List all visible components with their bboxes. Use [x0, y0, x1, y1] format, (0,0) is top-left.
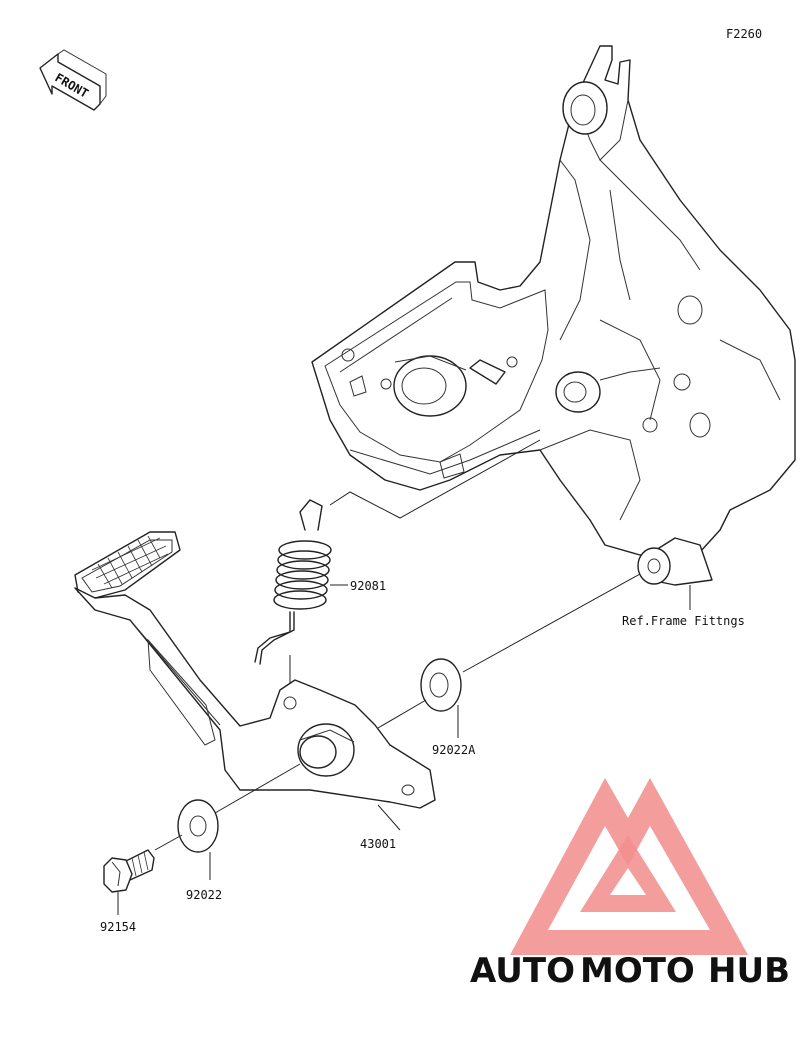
ref-frame-label: Ref.Frame Fittngs — [622, 614, 745, 628]
axis-line-washer-pedal — [214, 763, 301, 814]
watermark-hub: HUB — [708, 951, 790, 991]
axis-line-bolt-washer — [154, 834, 183, 851]
front-label: FRONT — [53, 70, 91, 100]
watermark-auto: AUTO — [470, 951, 575, 991]
leader-43001 — [377, 804, 401, 831]
front-arrow-icon: FRONT — [39, 49, 107, 111]
automotohub-watermark: AUTO MOTO HUB — [470, 778, 790, 991]
bolt-92154 — [103, 849, 155, 893]
part-label-92081: 92081 — [350, 579, 386, 593]
spring-hook-line — [329, 439, 541, 519]
part-label-43001: 43001 — [360, 837, 396, 851]
part-label-92022a: 92022A — [432, 743, 476, 757]
diagram-code: F2260 — [726, 27, 762, 41]
part-label-92022: 92022 — [186, 888, 222, 902]
axis-line-pedal-washer — [377, 699, 427, 729]
automotohub-logo-icon — [510, 778, 748, 955]
brake-pedal — [74, 531, 436, 809]
washer-92022a — [420, 658, 462, 712]
frame-bracket — [311, 45, 796, 586]
return-spring — [254, 499, 332, 665]
washer-92022 — [177, 799, 219, 853]
part-label-92154: 92154 — [100, 920, 136, 934]
axis-line-washer-frame — [462, 573, 641, 673]
watermark-moto: MOTO — [580, 951, 695, 991]
